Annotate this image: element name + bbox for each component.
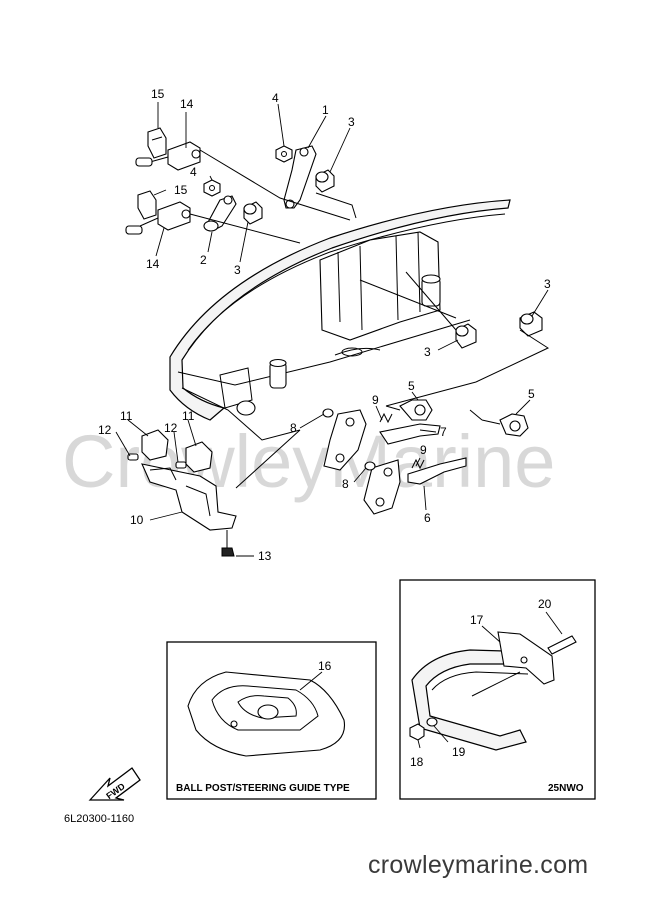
callout-6: 6 [424,511,431,525]
callout-3: 3 [234,263,241,277]
bottom-cowling [169,199,511,441]
callout-14: 14 [180,97,194,111]
lever-part-1 [283,145,317,209]
joint-part-14 [167,141,201,171]
grommet-part-3 [315,169,335,193]
callout-5: 5 [528,387,535,401]
callout-19: 19 [452,745,466,759]
bolt-part-13 [221,547,235,557]
callout-9: 9 [420,443,427,457]
clamp-part-11 [141,429,169,461]
washer-part-8 [322,408,334,418]
lever-part-6 [407,457,467,485]
callout-18: 18 [410,755,424,769]
inset-caption-25nwo: 25NWO [548,783,584,794]
callout-8: 8 [290,421,297,435]
forward-arrow-icon: FWD [88,767,141,801]
clip-part-15 [147,127,167,159]
callout-14: 14 [146,257,160,271]
callout-3: 3 [348,115,355,129]
callout-9: 9 [372,393,379,407]
inset-caption-ball-post: BALL POST/STEERING GUIDE TYPE [176,783,350,794]
callout-2: 2 [200,253,207,267]
callout-13: 13 [258,549,272,563]
callout-20: 20 [538,597,552,611]
bolt-part-20 [547,635,577,655]
bracket-part-10 [141,463,237,531]
steering-bracket-assembly [127,429,301,557]
callout-11: 11 [120,409,133,423]
diagram-code: 6L20300-1160 [64,813,134,825]
callout-11: 11 [182,409,195,423]
nut-part-18 [409,723,425,741]
callout-4: 4 [190,165,197,179]
callout-8: 8 [342,477,349,491]
callout-3: 3 [424,345,431,359]
callout-7: 7 [440,425,447,439]
watermark-text: CrowleyMarine [62,420,555,503]
callout-12: 12 [164,421,178,435]
inset-ball-post: 16 BALL POST/STEERING GUIDE TYPE [166,641,377,800]
nut-part-4 [275,145,293,163]
callout-leaders [115,102,549,557]
callout-1: 1 [322,103,329,117]
callout-3: 3 [544,277,551,291]
screw-part-12 [127,453,139,461]
washer-part-19 [426,717,438,727]
lever-part-7 [379,423,441,445]
throttle-link-assembly [125,127,550,383]
callout-15: 15 [174,183,188,197]
callout-10: 10 [130,513,144,527]
inset-25nwo: 17 20 18 19 25NWO [399,579,596,800]
callout-12: 12 [98,423,112,437]
callout-15: 15 [151,87,165,101]
callout-labels: 15 14 4 1 3 4 15 2 3 14 3 3 5 5 9 7 8 9 … [98,87,551,563]
callout-17: 17 [470,613,484,627]
callout-5: 5 [408,379,415,393]
footer-site-name: crowleymarine.com [368,851,589,879]
callout-4: 4 [272,91,279,105]
callout-16: 16 [318,659,332,673]
shift-linkage [322,381,529,515]
